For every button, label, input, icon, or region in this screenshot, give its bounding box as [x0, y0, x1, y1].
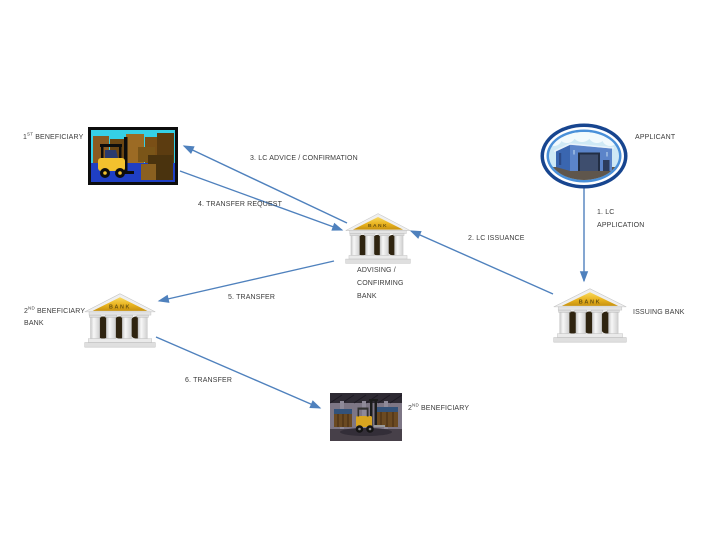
applicant-node [540, 123, 628, 189]
arrow-lc-advice-confirmation [182, 145, 348, 224]
lc-application-label: 1. LC APPLICATION [597, 209, 645, 229]
arrow-lc-issuance [409, 230, 554, 295]
warehouse-oval-clipart-icon [540, 123, 628, 189]
bank-building-icon [345, 213, 411, 264]
first-beneficiary-label: 1ST BENEFICIARY [23, 131, 84, 141]
forklift-loading-photo-icon [330, 393, 402, 441]
issuing-bank-node [553, 288, 627, 345]
advising-bank-node [345, 213, 411, 266]
lc-issuance-label: 2. LC ISSUANCE [468, 235, 525, 242]
second-beneficiary-node [330, 393, 402, 441]
second-beneficiary-bank-label: 2ND BENEFICIARY BANK [24, 305, 86, 327]
first-beneficiary-node [88, 127, 178, 185]
forklift-warehouse-clipart-icon [88, 127, 178, 185]
issuing-bank-label: ISSUING BANK [633, 309, 685, 316]
bank-building-icon [84, 293, 156, 348]
second-beneficiary-bank-node [84, 293, 156, 350]
transfer-6-label: 6. TRANSFER [185, 377, 233, 384]
transfer-5-label: 5. TRANSFER [228, 294, 276, 301]
lc-advice-confirmation-label: 3. LC ADVICE / CONFIRMATION [250, 155, 358, 162]
bank-building-icon [553, 288, 627, 343]
second-beneficiary-label: 2ND BENEFICIARY [408, 402, 470, 412]
arrow-transfer-6 [155, 336, 322, 409]
advising-bank-label: ADVISING / CONFIRMING BANK [357, 267, 404, 300]
arrow-transfer-5 [157, 260, 335, 303]
arrow-transfer-request [179, 170, 344, 231]
applicant-label: APPLICANT [635, 134, 676, 141]
transfer-request-label: 4. TRANSFER REQUEST [198, 201, 283, 208]
